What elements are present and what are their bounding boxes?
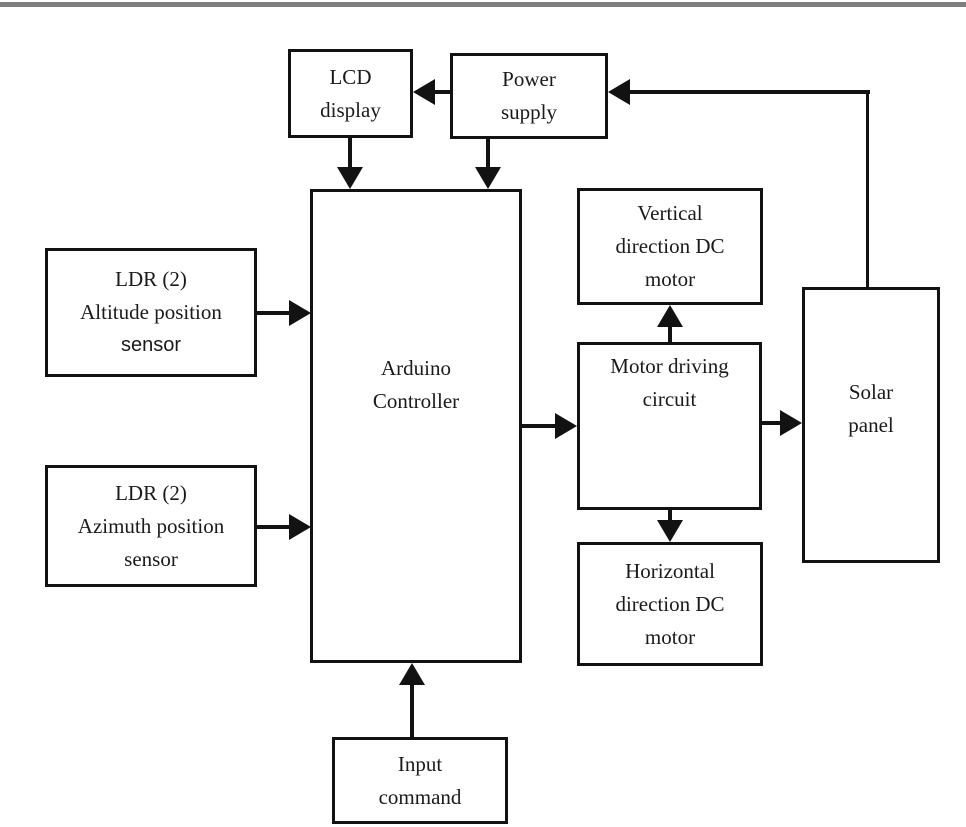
arrowhead-right-icon	[289, 514, 311, 540]
arrowhead-left-icon	[413, 79, 435, 105]
node-motor-driving-circuit-label: Motor driving circuit	[610, 354, 729, 411]
arrowhead-down-icon	[657, 520, 683, 542]
node-ldr-altitude-sensor-word: sensor	[120, 334, 182, 356]
arrow-line	[486, 139, 490, 168]
arrowhead-left-icon	[608, 79, 630, 105]
node-ldr-azimuth-label: LDR (2) Azimuth position sensor	[77, 480, 225, 571]
arrowhead-down-icon	[475, 167, 501, 189]
arrowhead-right-icon	[289, 300, 311, 326]
arrowhead-down-icon	[337, 167, 363, 189]
arrow-line	[522, 424, 555, 428]
node-horizontal-dc-motor: Horizontal direction DC motor	[577, 542, 763, 666]
node-vertical-dc-motor: Vertical direction DC motor	[577, 188, 763, 305]
node-motor-driving-circuit: Motor driving circuit	[577, 342, 762, 510]
arrow-line	[348, 138, 352, 168]
node-lcd-display-label: LCD display	[320, 64, 381, 122]
arrow-line-horizontal	[630, 90, 870, 94]
node-horizontal-dc-motor-label: Horizontal direction DC motor	[615, 558, 725, 649]
arrowhead-up-icon	[399, 663, 425, 685]
node-power-supply-label: Power supply	[500, 67, 557, 124]
arrowhead-up-icon	[657, 305, 683, 327]
node-input-command: Input command	[332, 737, 508, 824]
node-power-supply: Power supply	[450, 53, 608, 139]
arrow-line	[256, 525, 289, 529]
node-solar-panel-label: Solar panel	[848, 380, 894, 437]
node-ldr-altitude-sensor: LDR (2) Altitude position sensor	[45, 248, 257, 377]
node-solar-panel: Solar panel	[802, 287, 940, 563]
page-top-rule	[0, 2, 966, 7]
arrow-line	[433, 90, 450, 94]
arrow-line	[668, 326, 672, 342]
node-arduino-controller-label: Arduino Controller	[372, 356, 460, 413]
node-ldr-azimuth-sensor: LDR (2) Azimuth position sensor	[45, 465, 257, 587]
arrow-line-vertical	[866, 92, 869, 287]
arrowhead-right-icon	[555, 413, 577, 439]
node-arduino-controller: Arduino Controller	[310, 189, 522, 663]
arrow-line	[668, 510, 672, 521]
node-ldr-altitude-label: LDR (2) Altitude position	[80, 267, 222, 324]
node-input-command-label: Input command	[378, 751, 462, 809]
arrow-line	[762, 421, 780, 425]
arrowhead-right-icon	[780, 410, 802, 436]
arrow-line	[410, 684, 414, 737]
arrow-line	[256, 311, 289, 315]
node-lcd-display: LCD display	[288, 49, 413, 138]
node-vertical-dc-motor-label: Vertical direction DC motor	[615, 201, 725, 291]
